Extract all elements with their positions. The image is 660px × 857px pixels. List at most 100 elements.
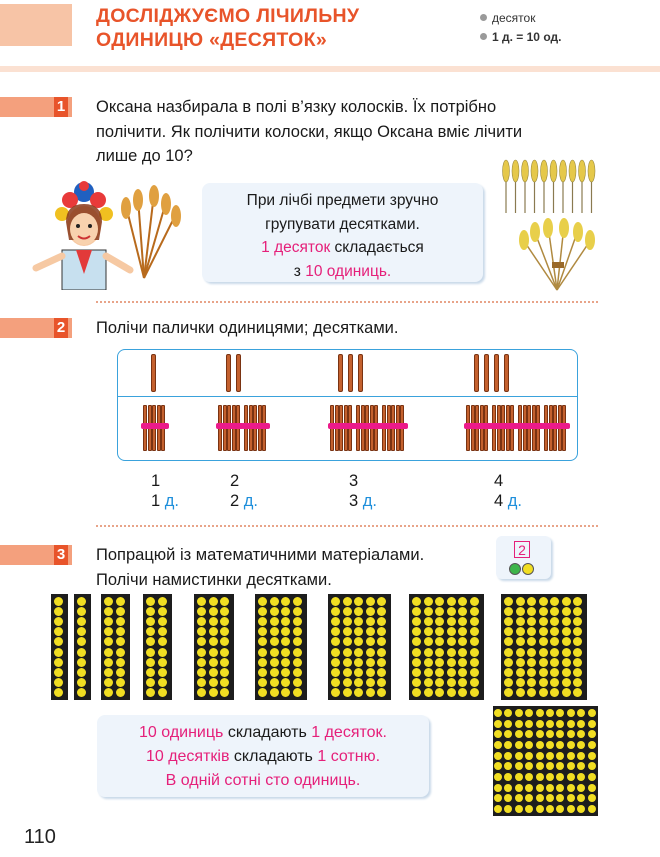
- bead: [527, 617, 536, 627]
- bead: [556, 794, 565, 803]
- bead: [504, 617, 513, 627]
- bead: [550, 597, 559, 606]
- bead: [377, 617, 386, 627]
- bead: [435, 607, 444, 617]
- bead: [514, 719, 523, 728]
- bead: [292, 607, 302, 617]
- bead: [514, 772, 523, 781]
- bead: [115, 637, 125, 647]
- bead: [525, 783, 534, 792]
- stick-icon: [494, 354, 499, 392]
- bead: [573, 677, 582, 687]
- bead: [525, 772, 534, 781]
- bead: [546, 804, 554, 813]
- bead: [77, 607, 86, 617]
- bead: [435, 647, 444, 657]
- bead: [292, 617, 302, 627]
- bead: [435, 667, 444, 677]
- bead: [292, 647, 302, 657]
- bead: [258, 637, 267, 647]
- bead: [281, 597, 290, 606]
- bead: [587, 762, 596, 771]
- stick-icon: [474, 354, 479, 392]
- bead: [331, 637, 340, 647]
- bead: [146, 667, 155, 677]
- divider: [96, 525, 598, 527]
- bead: [423, 607, 433, 617]
- bead: [354, 667, 363, 677]
- bead: [115, 617, 125, 627]
- bead: [573, 667, 582, 677]
- bead: [258, 687, 267, 697]
- bead: [354, 647, 363, 657]
- bead: [469, 677, 479, 687]
- bead: [258, 677, 267, 687]
- stick-bundle-icon: [464, 405, 492, 451]
- bead: [504, 751, 513, 760]
- bead: [208, 637, 218, 647]
- bead: [535, 772, 544, 781]
- task-1-hint-bubble: При лічбі предмети зручно групувати деся…: [202, 183, 483, 282]
- bead: [258, 607, 267, 617]
- bead: [504, 804, 513, 813]
- bead: [556, 783, 565, 792]
- bead: [566, 719, 575, 728]
- bead: [469, 647, 479, 657]
- bead: [115, 627, 125, 637]
- bead: [365, 647, 375, 657]
- bead: [412, 597, 421, 606]
- stick-bundle-icon: [242, 405, 270, 451]
- bead: [258, 647, 267, 657]
- bead: [587, 772, 596, 781]
- bead: [292, 677, 302, 687]
- bead: [423, 667, 433, 677]
- bead: [587, 730, 596, 739]
- task-1-text: Оксана назбирала в полі в’язку колосків.…: [96, 98, 523, 165]
- bead: [573, 617, 582, 627]
- bead: [535, 740, 544, 749]
- bead: [197, 627, 206, 637]
- bead: [538, 607, 548, 617]
- bead: [525, 719, 534, 728]
- bead: [504, 740, 513, 749]
- bead: [515, 667, 525, 677]
- bead: [546, 794, 554, 803]
- bead: [525, 794, 534, 803]
- bead: [458, 657, 467, 667]
- bead: [269, 647, 279, 657]
- bead: [365, 657, 375, 667]
- task-1-badge: 1: [0, 97, 72, 117]
- bead: [208, 597, 218, 606]
- bead: [292, 637, 302, 647]
- bead: [220, 597, 229, 606]
- bead: [197, 637, 206, 647]
- bead: [504, 762, 513, 771]
- bead: [269, 597, 279, 606]
- bead: [104, 637, 113, 647]
- bead: [208, 607, 218, 617]
- bead: [446, 647, 456, 657]
- bead: [331, 687, 340, 697]
- bead: [269, 617, 279, 627]
- bead: [561, 667, 571, 677]
- bead: [546, 751, 554, 760]
- bead: [331, 617, 340, 627]
- bead: [146, 647, 155, 657]
- bead: [77, 597, 86, 606]
- bead: [504, 730, 513, 739]
- bead: [494, 730, 502, 739]
- stick-icon: [484, 354, 489, 392]
- bead: [115, 607, 125, 617]
- bead: [412, 677, 421, 687]
- bead: [561, 617, 571, 627]
- bead: [515, 607, 525, 617]
- bead: [494, 740, 502, 749]
- bead: [104, 667, 113, 677]
- bead: [446, 667, 456, 677]
- bead: [504, 677, 513, 687]
- task-2-text: Полічи палички одиницями; десятками.: [96, 319, 399, 337]
- bead: [504, 597, 513, 606]
- bead: [377, 637, 386, 647]
- bead: [146, 677, 155, 687]
